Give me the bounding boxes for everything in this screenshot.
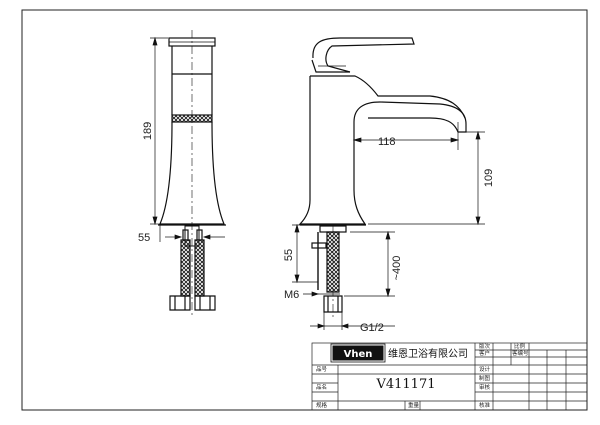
dim-118-label: 118 bbox=[378, 136, 396, 148]
dim-55-side-label: 55 bbox=[283, 249, 295, 261]
label-customer: 客户 bbox=[479, 349, 490, 357]
label-spec: 规格 bbox=[316, 401, 328, 409]
right-nut bbox=[194, 295, 216, 311]
dim-189 bbox=[150, 36, 168, 226]
label-weight: 重量 bbox=[408, 401, 420, 409]
brand-logo: Vhen bbox=[330, 343, 386, 363]
dim-55-left bbox=[159, 224, 225, 242]
dim-m6-label: M6 bbox=[284, 289, 299, 301]
dim-g12-label: G1/2 bbox=[360, 322, 384, 334]
label-number: 品号 bbox=[316, 366, 328, 373]
dim-189-label: 189 bbox=[142, 122, 154, 140]
label-drawn: 制图 bbox=[479, 374, 491, 382]
left-hose bbox=[180, 239, 191, 297]
dim-400-label: ~400 bbox=[391, 256, 403, 281]
dim-109 bbox=[368, 130, 485, 226]
model-number: V411171 bbox=[375, 377, 435, 392]
dim-400 bbox=[344, 230, 395, 298]
left-nut bbox=[169, 295, 191, 311]
dim-118 bbox=[352, 122, 460, 150]
label-check: 审核 bbox=[479, 383, 491, 391]
right-hose bbox=[194, 239, 205, 297]
dim-m6 bbox=[303, 291, 340, 297]
dim-55-left-label: 55 bbox=[138, 232, 150, 244]
label-version: 版次 bbox=[479, 342, 491, 350]
label-design: 设计 bbox=[479, 365, 491, 373]
label-name: 品名 bbox=[316, 383, 327, 391]
title-block bbox=[311, 342, 588, 411]
dim-109-label: 109 bbox=[483, 169, 495, 187]
label-approve: 核准 bbox=[479, 401, 491, 409]
handle-lever bbox=[312, 37, 415, 73]
side-view bbox=[298, 37, 467, 313]
company-name: 维恩卫浴有限公司 bbox=[388, 347, 468, 360]
dim-g12 bbox=[310, 312, 395, 330]
dim-55-side bbox=[292, 223, 318, 284]
spout-body bbox=[298, 76, 467, 225]
drawing-border bbox=[21, 9, 588, 411]
label-customer-no: 客编号 bbox=[512, 349, 529, 357]
label-ratio: 比例 bbox=[514, 342, 526, 350]
brand-name: Vhen bbox=[344, 349, 373, 360]
